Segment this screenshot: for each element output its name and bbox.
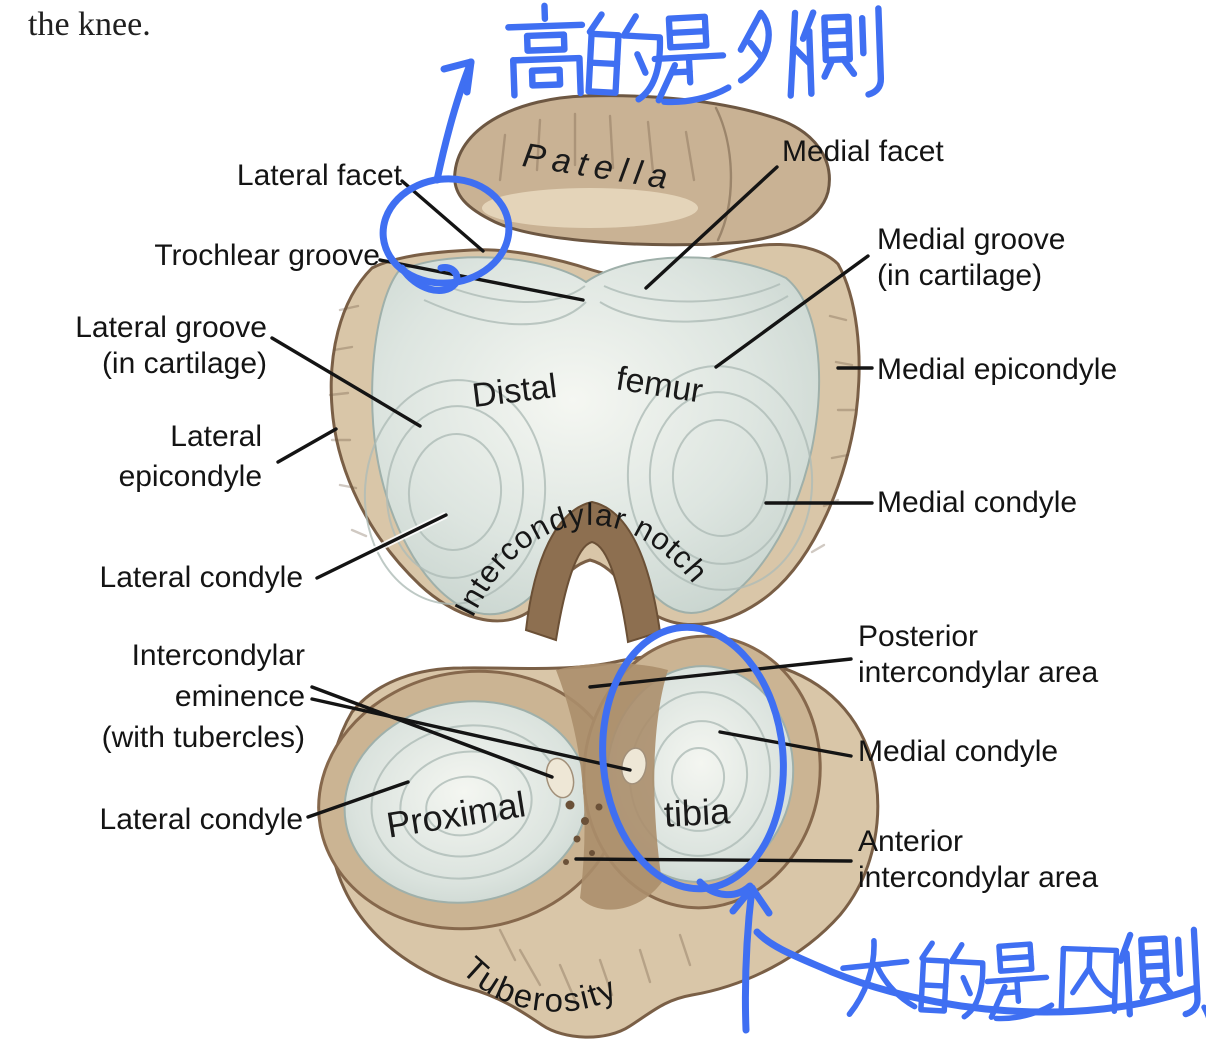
tibia-word: tibia bbox=[662, 790, 732, 835]
leader-anterior-intercondylar bbox=[574, 857, 853, 863]
label-lateral-facet: Lateral facet bbox=[236, 159, 402, 192]
leader-lateral-epicondyle bbox=[276, 427, 338, 464]
label-line: (in cartilage) bbox=[877, 259, 1043, 292]
label-lateral-condyle-tibia: Lateral condyle bbox=[99, 803, 303, 836]
ink-circle-lateral-facet bbox=[379, 175, 513, 295]
label-line: eminence bbox=[174, 680, 305, 713]
label-line: intercondylar area bbox=[858, 861, 1099, 894]
label-line: Lateral bbox=[170, 420, 262, 453]
leader-posterior-intercondylar bbox=[588, 657, 853, 689]
label-line: (with tubercles) bbox=[101, 721, 305, 754]
label-intercondylar-eminence: Intercondylar eminence (with tubercles) bbox=[102, 635, 305, 758]
eminence-tubercle-lateral bbox=[545, 757, 575, 799]
leader-lateral-groove bbox=[270, 336, 422, 428]
femur-bone bbox=[328, 243, 861, 644]
leader-lines bbox=[270, 165, 874, 863]
label-lateral-epicondyle: Lateral epicondyle bbox=[119, 417, 262, 497]
femur-cartilage bbox=[371, 256, 820, 616]
leader-medial-facet bbox=[644, 165, 779, 290]
label-line: Anterior bbox=[858, 825, 964, 858]
leader-eminence-2 bbox=[310, 697, 632, 772]
label-line: Lateral groove bbox=[75, 311, 267, 344]
label-medial-condyle-femur: Medial condyle bbox=[877, 486, 1078, 519]
patella-highlight bbox=[482, 188, 698, 228]
handwritten-bottom-note: 大的是內側、 bbox=[840, 930, 1206, 1036]
leader-lateral-condyle-femur bbox=[315, 513, 448, 580]
leader-medial-groove bbox=[714, 254, 870, 369]
label-medial-facet: Medial facet bbox=[782, 135, 944, 168]
page-heading: the knee. bbox=[28, 6, 151, 43]
tibia-bone bbox=[317, 634, 880, 1039]
label-anterior-intercondylar-area: Anterior intercondylar area bbox=[858, 824, 1098, 896]
leader-trochlear-groove bbox=[378, 258, 585, 302]
label-line: intercondylar area bbox=[858, 656, 1099, 689]
handwritten-top-note: 高的是 外側 bbox=[508, 5, 882, 103]
label-line: (in cartilage) bbox=[101, 347, 267, 380]
label-line: Intercondylar bbox=[131, 639, 305, 672]
ink-ellipse-medial-condyle bbox=[599, 623, 787, 898]
leader-eminence-1 bbox=[310, 685, 554, 779]
label-medial-epicondyle: Medial epicondyle bbox=[877, 353, 1118, 386]
tibia-central-area bbox=[556, 663, 668, 910]
label-lateral-groove: Lateral groove (in cartilage) bbox=[75, 310, 267, 382]
label-trochlear-groove: Trochlear groove bbox=[154, 239, 380, 272]
ink-top-arrow bbox=[433, 58, 475, 184]
label-medial-condyle-tibia: Medial condyle bbox=[858, 735, 1059, 768]
label-lateral-condyle-femur: Lateral condyle bbox=[99, 561, 303, 594]
leader-lateral-facet bbox=[400, 179, 485, 253]
nutrient-foramina-dots bbox=[563, 800, 603, 865]
eminence-tubercle-medial bbox=[621, 747, 647, 785]
label-line: Medial groove bbox=[877, 223, 1066, 256]
label-medial-groove: Medial groove (in cartilage) bbox=[877, 222, 1065, 294]
leader-lateral-condyle-tibia bbox=[306, 780, 410, 819]
label-line: epicondyle bbox=[118, 460, 262, 493]
label-posterior-intercondylar-area: Posterior intercondylar area bbox=[858, 619, 1098, 691]
label-line: Posterior bbox=[858, 620, 979, 653]
